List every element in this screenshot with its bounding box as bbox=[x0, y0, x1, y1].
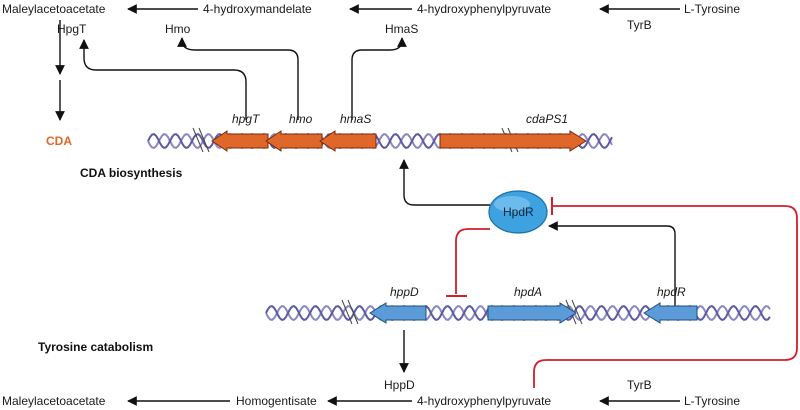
catabolism-gene-cluster: hppD hpdA hpdR bbox=[369, 285, 698, 324]
enzyme-hmas-label: HmaS bbox=[385, 22, 418, 36]
cda-biosynthesis-label: CDA biosynthesis bbox=[80, 166, 183, 180]
hpdr-gene-expression-arrow bbox=[548, 221, 676, 306]
expression-arrow-hpgt bbox=[79, 39, 247, 120]
gene-hpda-arrow bbox=[487, 302, 577, 324]
enzyme-tyrb-bottom-label: TyrB bbox=[627, 378, 652, 392]
cda-gene-cluster: hpgT hmo hmaS cdaPS1 bbox=[211, 112, 587, 152]
enzyme-hmo-label: Hmo bbox=[165, 22, 191, 36]
top-4-hydroxymandelate: 4-hydroxymandelate bbox=[203, 2, 312, 16]
top-l-tyrosine: L-Tyrosine bbox=[684, 2, 740, 16]
bottom-break-mark bbox=[571, 299, 583, 325]
bottom-4-hydroxyphenylpyruvate: 4-hydroxyphenylpyruvate bbox=[417, 394, 551, 408]
gene-hppd-label: hppD bbox=[390, 285, 419, 299]
bottom-maleylacetoacetate: Maleylacetoacetate bbox=[2, 394, 106, 408]
top-4-hydroxyphenylpyruvate: 4-hydroxyphenylpyruvate bbox=[417, 2, 551, 16]
top-break-mark bbox=[192, 127, 204, 153]
gene-hmo-label: hmo bbox=[289, 112, 313, 126]
gene-cdaps1-label: cdaPS1 bbox=[526, 112, 568, 126]
bottom-homogentisate: Homogentisate bbox=[236, 394, 317, 408]
gene-hmas-label: hmaS bbox=[340, 112, 371, 126]
expression-arrow-hmas bbox=[351, 37, 407, 120]
expression-arrow-hmo bbox=[177, 37, 299, 120]
gene-hpdr-arrow bbox=[643, 302, 698, 324]
enzyme-hpgt-label: HpgT bbox=[57, 22, 87, 36]
gene-cdaps1-arrow bbox=[439, 130, 587, 152]
gene-hpda-label: hpdA bbox=[514, 285, 542, 299]
cda-product-label: CDA bbox=[46, 134, 72, 148]
top-maleylacetoacetate: Maleylacetoacetate bbox=[2, 2, 106, 16]
hpdr-highlight bbox=[494, 196, 530, 212]
catabolism-pathway: HppD TyrB Maleylacetoacetate Homogentisa… bbox=[2, 378, 740, 408]
gene-hpdr-label: hpdR bbox=[657, 285, 686, 299]
enzyme-hppd-label: HppD bbox=[384, 378, 415, 392]
enzyme-tyrb-top-label: TyrB bbox=[627, 18, 652, 32]
gene-hpgt-label: hpgT bbox=[232, 112, 261, 126]
hpdr-repression-hppd bbox=[455, 228, 490, 294]
hpdr-label: HpdR bbox=[503, 205, 534, 219]
gene-hmas-arrow bbox=[319, 130, 377, 152]
bottom-break-mark bbox=[347, 299, 359, 325]
bottom-l-tyrosine: L-Tyrosine bbox=[684, 394, 740, 408]
hpp-inhibits-hpdr-line bbox=[533, 205, 798, 388]
tyrosine-catabolism-label: Tyrosine catabolism bbox=[38, 340, 153, 354]
bottom-break-mark bbox=[341, 299, 353, 325]
hpdr-activation-arrow bbox=[399, 159, 490, 206]
top-break-mark bbox=[198, 127, 210, 153]
gene-hppd-arrow bbox=[369, 302, 427, 324]
cda-pathway: Maleylacetoacetate 4-hydroxymandelate 4-… bbox=[2, 2, 740, 148]
hpdr-regulator: HpdR bbox=[399, 159, 548, 234]
